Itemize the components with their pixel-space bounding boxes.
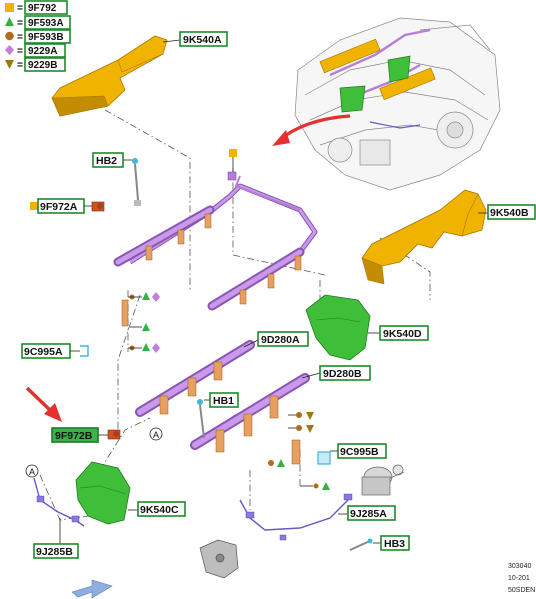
legend-label-1: 9F792: [28, 3, 57, 14]
clip-9c995b: [317, 451, 331, 465]
legend-equals-1: =: [17, 3, 23, 14]
reference-suffix: 50SDEN: [508, 587, 535, 594]
legend-square-marker-icon: [30, 202, 38, 210]
detail-marker-a-lower: A: [25, 464, 39, 478]
reference-code: 303040: [508, 563, 531, 570]
callout-box: [137, 501, 186, 517]
legend-circle-icon: [5, 31, 14, 41]
legend-square-icon: [5, 3, 14, 12]
harness-9j285a: [239, 493, 353, 541]
detail-marker-a-text: A: [153, 430, 159, 440]
legend-equals-4: =: [17, 46, 23, 57]
legend-label-5: 9229B: [28, 60, 57, 71]
callout-box: [257, 331, 309, 347]
legend-diamond-icon: [5, 45, 14, 55]
direction-arrow-icon: [71, 579, 113, 599]
mid-fuel-rails: [135, 340, 310, 453]
pressure-sensor-9f972b: [107, 429, 121, 440]
callout-hb3: HB3: [384, 538, 405, 550]
legend-box: [24, 0, 68, 15]
symbol-cluster-lower: [268, 412, 330, 490]
highlight-pointer-arrow: [25, 386, 54, 414]
callout-9k540a: 9K540A: [183, 34, 222, 46]
clip-9c995a: [80, 345, 89, 357]
callout-box: [209, 392, 239, 408]
callout-9c995b: 9C995B: [340, 446, 379, 458]
injector-parts: [121, 299, 301, 465]
mounting-bracket: [199, 539, 239, 579]
callout-box: [347, 505, 396, 521]
harness-9j285b: [33, 477, 85, 527]
hb1-sensor: [197, 399, 205, 439]
callout-9d280b: 9D280B: [323, 368, 362, 380]
engine-pointer-arrowhead-icon: [272, 130, 290, 146]
callout-box: [179, 31, 228, 47]
legend-equals-5: =: [17, 60, 23, 71]
callout-9j285a: 9J285A: [350, 508, 387, 520]
legend-equals-3: =: [17, 32, 23, 43]
reference-date: 10-201: [508, 575, 530, 582]
insulator-9k540c: [75, 461, 131, 525]
callout-box: [319, 365, 371, 381]
legend-box: [24, 57, 66, 72]
legend-box: [24, 43, 66, 58]
callout-box: [487, 204, 536, 220]
callout-box: [379, 325, 429, 341]
high-pressure-pump: [361, 464, 405, 496]
upper-fuel-rail: [113, 171, 318, 311]
callout-box: [92, 152, 124, 168]
callout-9k540c: 9K540C: [140, 504, 179, 516]
callout-hb1: HB1: [213, 395, 234, 407]
legend-square-marker-icon: [229, 149, 237, 157]
legend: = 9F792 = 9F593A = 9F593B = 9229A = 9229…: [5, 0, 71, 72]
hb2-sensor: [132, 158, 141, 206]
injector-cover-9k540a: [51, 35, 168, 117]
legend-box: [24, 15, 71, 30]
pressure-sensor-9f972a: [91, 201, 105, 212]
callout-9f972b: 9F972B: [55, 430, 93, 442]
callout-9k540d: 9K540D: [383, 328, 422, 340]
injector-cover-9k540b: [361, 189, 487, 285]
highlight-pointer-arrowhead-icon: [44, 403, 62, 422]
detail-marker-a-text: A: [29, 467, 35, 477]
legend-label-3: 9F593B: [28, 32, 64, 43]
callout-hb2: HB2: [96, 155, 117, 167]
engine-illustration: [294, 17, 501, 191]
callout-box: [33, 543, 79, 559]
callout-9d280a: 9D280A: [261, 334, 300, 346]
legend-equals-2: =: [17, 18, 23, 29]
legend-label-4: 9229A: [28, 46, 57, 57]
callout-box: [380, 535, 410, 551]
legend-triangle-down-icon: [5, 60, 14, 69]
callout-9c995a: 9C995A: [24, 346, 63, 358]
legend-label-2: 9F593A: [28, 18, 64, 29]
hb3-sensor: [349, 538, 373, 551]
symbol-cluster-upper: [128, 292, 160, 353]
detail-marker-a-upper: A: [149, 427, 163, 441]
insulator-9k540d: [305, 294, 371, 361]
callout-9f972a: 9F972A: [40, 201, 78, 213]
legend-triangle-icon: [5, 17, 14, 26]
legend-box: [24, 29, 71, 44]
callout-9k540b: 9K540B: [490, 207, 529, 219]
callout-9j285b: 9J285B: [36, 546, 73, 558]
